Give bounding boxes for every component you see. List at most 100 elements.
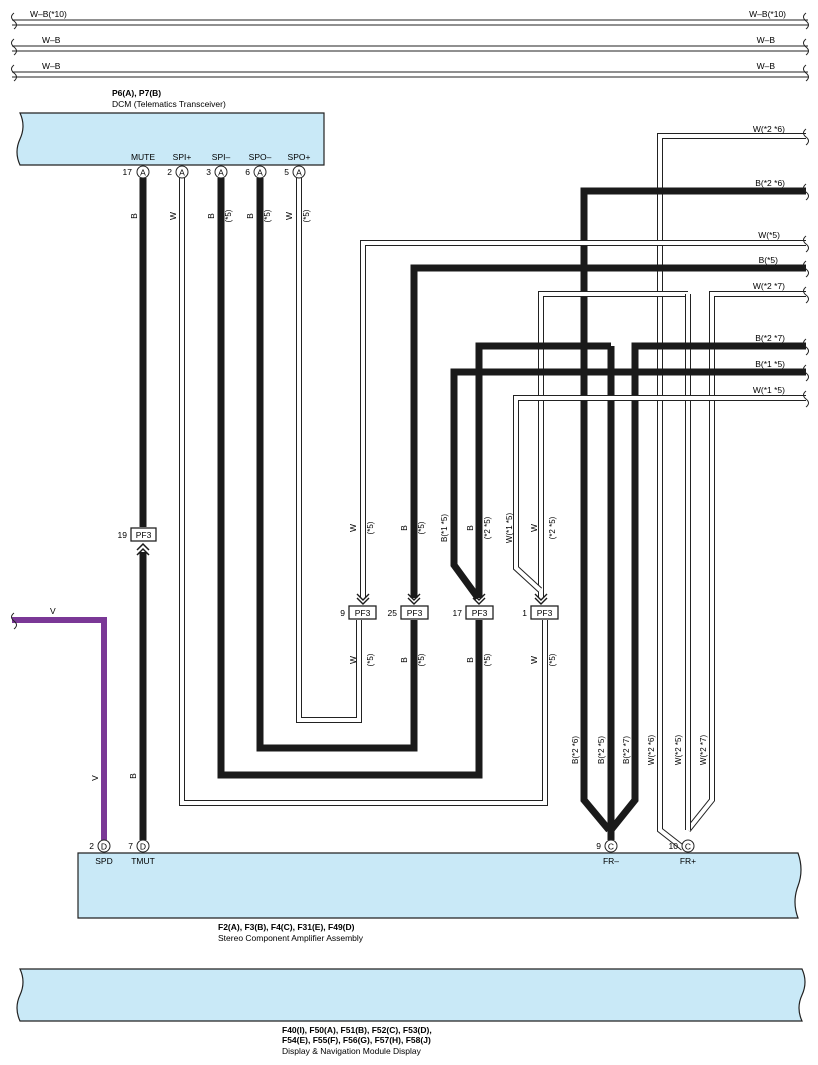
dcm-pin-letter-2: A <box>218 168 224 178</box>
dcm-pin-label-spi-plus: SPI+ <box>173 152 192 162</box>
wire-spi-minus <box>217 178 483 779</box>
amp-pin-label-fr-minus: FR– <box>603 856 619 866</box>
display-name: Display & Navigation Module Display <box>282 1046 422 1056</box>
wire-spo-minus <box>256 178 418 752</box>
wire-v-spd <box>12 617 107 840</box>
dcm-pin-label-spo-plus: SPO+ <box>288 152 311 162</box>
dcm-pin-label-spo-minus: SPO– <box>249 152 272 162</box>
amp-pin-num-1: 7 <box>128 841 133 851</box>
amp-pin-letter-2: C <box>608 842 614 852</box>
pf3-19-connector <box>130 527 157 556</box>
dcm-name: DCM (Telematics Transceiver) <box>112 99 226 109</box>
fr-wire-label-2: B(*2 *7) <box>622 736 631 764</box>
pf3-17-upper-note: (*2 *5) <box>483 516 492 539</box>
amp-box <box>77 852 802 919</box>
pf3-1-num: 1 <box>522 608 527 618</box>
right-wire-breaks <box>803 128 809 408</box>
fr-wire-label-4: W(*2 *5) <box>674 735 683 766</box>
top-bus-group <box>12 19 808 78</box>
pf3-1-lower-color: W <box>529 656 539 664</box>
dcm-pin-letter-1: A <box>179 168 185 178</box>
bus-break-marks <box>11 12 809 82</box>
spi-plus-wire-label: W <box>168 212 178 220</box>
pf3-1-upper-color: W <box>529 524 539 532</box>
spo-plus-wire-label: W <box>284 212 294 220</box>
right-wire-label-1: B(*2 *6) <box>755 178 785 188</box>
fr-wire-label-1: B(*2 *5) <box>597 736 606 764</box>
dcm-pin-num-4: 5 <box>284 167 289 177</box>
wire-b-2-5-branch <box>475 342 611 598</box>
dcm-pin-label-mute: MUTE <box>131 152 155 162</box>
spi-minus-wire-label: B <box>206 213 216 219</box>
wire-b-5 <box>410 264 806 598</box>
right-wire-label-4: W(*2 *7) <box>753 281 785 291</box>
pf3-9-lower-note: (*5) <box>366 653 375 666</box>
pf3-25-upper-note: (*5) <box>417 521 426 534</box>
dcm-pin-letter-0: A <box>140 168 146 178</box>
dcm-pin-num-3: 6 <box>245 167 250 177</box>
right-wire-label-3: B(*5) <box>759 255 779 265</box>
pf3-9-name: PF3 <box>355 608 371 618</box>
amp-pin-label-spd: SPD <box>95 856 112 866</box>
dcm-pin-num-1: 2 <box>167 167 172 177</box>
pf3-9-upper-color: W <box>348 524 358 532</box>
pf3-25-num: 25 <box>388 608 398 618</box>
mute-wire-label: B <box>129 213 139 219</box>
dcm-pin-num-2: 3 <box>206 167 211 177</box>
pf3-9-lower-color: W <box>348 656 358 664</box>
display-codes-line2: F54(E), F55(F), F56(G), F57(H), F58(J) <box>282 1035 431 1045</box>
fr-wire-label-3: W(*2 *6) <box>647 735 656 766</box>
amp-pin-num-2: 9 <box>596 841 601 851</box>
wire-spo-plus <box>296 178 362 723</box>
wire-v-side-label: V <box>90 775 100 781</box>
amp-pin-num-3: 10 <box>669 841 679 851</box>
amp-pin-letter-0: D <box>101 842 107 852</box>
wire-v-break <box>11 612 17 630</box>
amp-pin-letter-1: D <box>140 842 146 852</box>
dcm-pin-num-0: 17 <box>123 167 133 177</box>
pf3-25-name: PF3 <box>407 608 423 618</box>
right-wire-label-7: W(*1 *5) <box>753 385 785 395</box>
tmut-wire-label: B <box>128 773 138 779</box>
right-wire-label-2: W(*5) <box>758 230 780 240</box>
bus2-right-label: W–B <box>757 35 776 45</box>
pf3-1-w15-note: W(*1 *5) <box>505 513 514 544</box>
dcm-pins <box>136 165 306 179</box>
pf3-17-upper-color: B <box>465 525 475 531</box>
bus1-right-label: W–B(*10) <box>749 9 786 19</box>
amp-pin-label-tmut: TMUT <box>131 856 155 866</box>
pf3-9-num: 9 <box>340 608 345 618</box>
amp-codes: F2(A), F3(B), F4(C), F31(E), F49(D) <box>218 922 355 932</box>
dcm-pin-letter-3: A <box>257 168 263 178</box>
pf3-9-upper-note: (*5) <box>366 521 375 534</box>
dcm-pin-letter-4: A <box>296 168 302 178</box>
amp-pin-letter-3: C <box>685 842 691 852</box>
amp-pins <box>97 839 695 853</box>
right-wire-label-6: B(*1 *5) <box>755 359 785 369</box>
pf3-1-lower-note: (*5) <box>548 653 557 666</box>
wire-v-top-label: V <box>50 606 56 616</box>
spo-plus-wire-note: (*5) <box>302 209 311 222</box>
fr-wire-label-0: B(*2 *6) <box>571 736 580 764</box>
pf3-17-lower-note: (*5) <box>483 653 492 666</box>
pf3-boxes <box>348 605 559 620</box>
bus3-left-label: W–B <box>42 61 61 71</box>
right-wire-label-0: W(*2 *6) <box>753 124 785 134</box>
amp-pin-num-0: 2 <box>89 841 94 851</box>
dcm-box <box>16 112 325 166</box>
spo-minus-wire-note: (*5) <box>263 209 272 222</box>
pf3-chevrons <box>356 593 548 605</box>
pf3-25-lower-note: (*5) <box>417 653 426 666</box>
pf3-17-name: PF3 <box>472 608 488 618</box>
pf3-17-num: 17 <box>453 608 463 618</box>
pf3-17-b15-note: B(*1 *5) <box>440 514 449 542</box>
display-codes-line1: F40(I), F50(A), F51(B), F52(C), F53(D), <box>282 1025 432 1035</box>
display-box <box>16 968 806 1022</box>
pf3-25-upper-color: B <box>399 525 409 531</box>
pf3-19-name: PF3 <box>136 530 152 540</box>
pf3-17-lower-color: B <box>465 657 475 663</box>
amp-pin-label-fr-plus: FR+ <box>680 856 696 866</box>
pf3-1-name: PF3 <box>537 608 553 618</box>
dcm-codes: P6(A), P7(B) <box>112 88 161 98</box>
